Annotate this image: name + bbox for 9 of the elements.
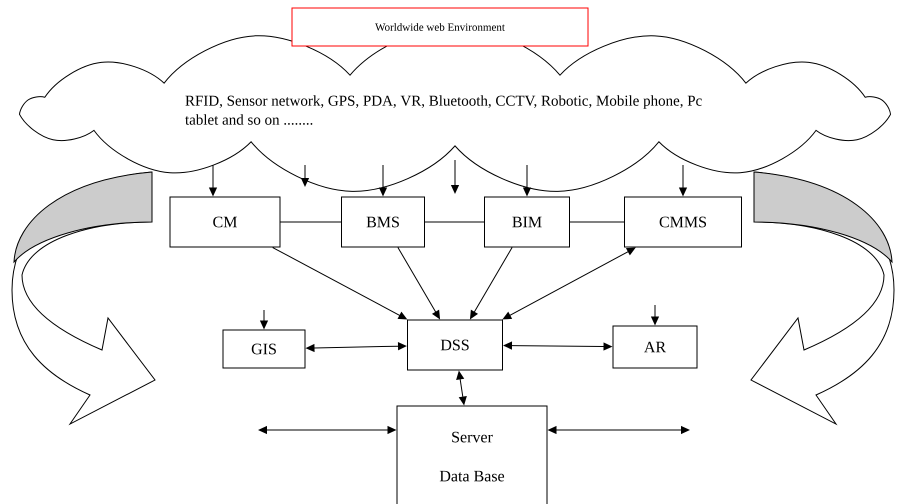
process-box: Server Data Base — [396, 406, 548, 504]
process-box: DSS — [407, 320, 503, 370]
process-box: GIS — [222, 330, 306, 368]
process-box: AR — [612, 326, 698, 368]
process-box: BMS — [341, 196, 425, 248]
process-box: BIM — [484, 196, 570, 248]
process-box: CM — [170, 196, 280, 248]
title-box: Worldwide web Environment — [292, 8, 588, 46]
process-box: CMMS — [624, 196, 742, 248]
